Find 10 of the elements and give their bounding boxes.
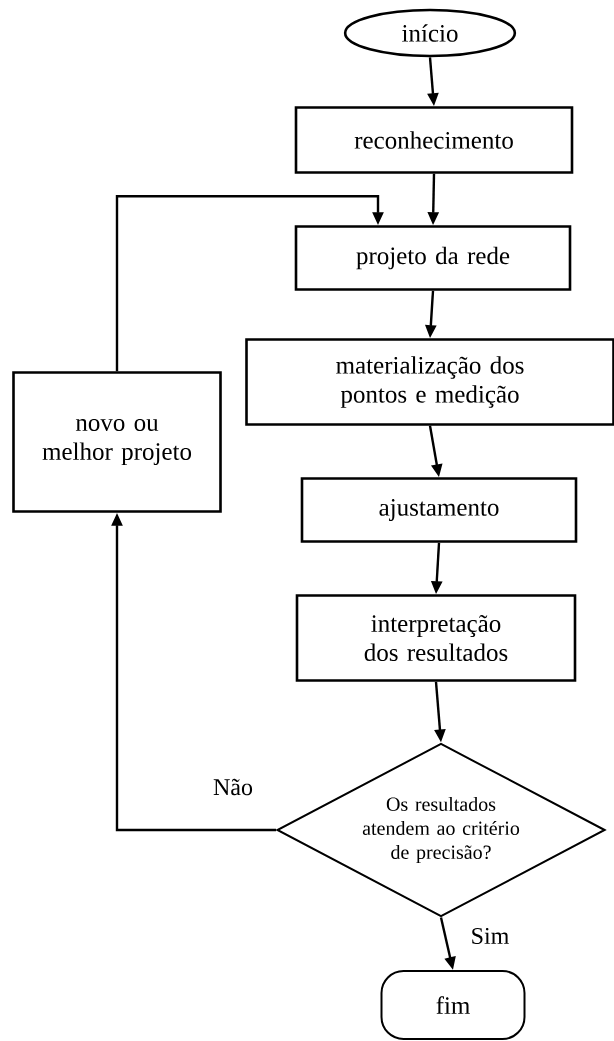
edge-label: Sim — [469, 926, 511, 946]
process-box: novo ou melhor projeto — [12, 371, 222, 513]
process-box: reconhecimento — [294, 106, 574, 174]
process-box: interpretação dos resultados — [295, 594, 577, 682]
process-box: materialização dos pontos e medição — [245, 338, 614, 426]
end-terminal: fim — [380, 970, 526, 1040]
arrow — [115, 195, 384, 372]
process-box: projeto da rede — [294, 225, 572, 291]
process-box: ajustamento — [300, 477, 578, 543]
edge-label: Não — [212, 777, 254, 797]
